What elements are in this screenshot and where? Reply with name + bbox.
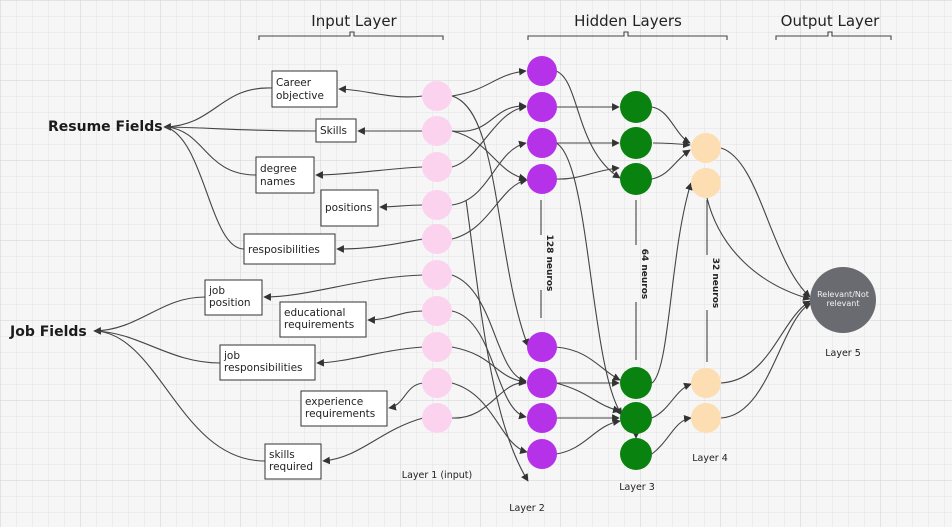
field-box-job-responsibilities: job responsibilities bbox=[219, 344, 316, 381]
svg-text:degree: degree bbox=[260, 163, 297, 175]
layer5-label: Layer 5 bbox=[825, 348, 861, 359]
hidden2-neuron-5 bbox=[620, 402, 652, 434]
input-neuron-3 bbox=[422, 152, 452, 182]
field-box-degree-names: degree names bbox=[255, 156, 315, 194]
hidden1-neuron-5 bbox=[527, 332, 557, 362]
layer1-label: Layer 1 (input) bbox=[402, 470, 472, 481]
field-box-experience-requirements: experience requirements bbox=[300, 390, 388, 427]
input-neuron-5 bbox=[422, 224, 452, 254]
svg-text:resposibilities: resposibilities bbox=[248, 244, 320, 256]
field-box-career-objective: Career objective bbox=[271, 70, 338, 108]
layer-dividers bbox=[540, 200, 708, 362]
field-box-skills: Skills bbox=[315, 118, 357, 143]
svg-text:Skills: Skills bbox=[320, 125, 347, 137]
svg-text:objective: objective bbox=[276, 90, 324, 102]
input-neuron-6 bbox=[422, 260, 452, 290]
hidden2-neuron-2 bbox=[620, 127, 652, 159]
svg-text:Career: Career bbox=[276, 77, 312, 89]
field-box-job-position: job position bbox=[204, 279, 263, 316]
input-layer-brace bbox=[258, 31, 444, 40]
field-box-resposibilities: resposibilities bbox=[243, 233, 336, 265]
hidden3-neuron-2 bbox=[691, 168, 721, 198]
hidden2-neuron-6 bbox=[620, 438, 652, 470]
hidden3-neuron-3 bbox=[691, 368, 721, 398]
hidden1-to-hidden2-edges bbox=[555, 70, 623, 455]
svg-text:experience: experience bbox=[305, 396, 363, 408]
input-neuron-4 bbox=[422, 190, 452, 220]
svg-text:requirements: requirements bbox=[284, 319, 354, 331]
hidden3-neuron-1 bbox=[691, 133, 721, 163]
output-layer-header: Output Layer bbox=[781, 12, 881, 30]
input-neuron-2 bbox=[422, 116, 452, 146]
hidden3-neuron-4 bbox=[691, 403, 721, 433]
resume-fields-label: Resume Fields bbox=[48, 119, 163, 135]
input-neuron-8 bbox=[422, 332, 452, 362]
hidden1-neuron-1 bbox=[527, 56, 557, 86]
hidden3-to-output-edges bbox=[706, 147, 812, 419]
output-node bbox=[810, 267, 876, 333]
field-box-positions: positions bbox=[320, 189, 379, 227]
job-fields-label: Job Fields bbox=[9, 324, 87, 340]
layer4-label: Layer 4 bbox=[692, 453, 728, 464]
svg-text:job: job bbox=[223, 350, 240, 362]
output-node-label-line2: relevant bbox=[826, 299, 859, 308]
hidden2-neuron-3 bbox=[620, 163, 652, 195]
svg-text:requirements: requirements bbox=[305, 408, 375, 420]
field-box-skills-required: skills required bbox=[264, 443, 322, 480]
input-layer-header: Input Layer bbox=[311, 12, 397, 30]
hidden1-neuron-8 bbox=[527, 439, 557, 469]
hidden-layers-brace bbox=[527, 31, 728, 40]
input-to-field-arrows bbox=[263, 85, 424, 465]
hidden1-neuron-7 bbox=[527, 403, 557, 433]
hidden1-neuron-3 bbox=[527, 128, 557, 158]
output-layer-brace bbox=[775, 31, 892, 40]
layer4-size-label: 32 neuros bbox=[710, 258, 720, 309]
hidden2-to-hidden3-edges bbox=[632, 106, 693, 455]
layer3-size-label: 64 neuros bbox=[639, 249, 649, 300]
svg-text:names: names bbox=[260, 176, 295, 188]
hidden1-neuron-4 bbox=[527, 164, 557, 194]
field-box-educational-requirements: educational requirements bbox=[279, 301, 367, 338]
input-neuron-1 bbox=[422, 81, 452, 111]
input-neuron-7 bbox=[422, 296, 452, 326]
hidden-layers-header: Hidden Layers bbox=[574, 12, 682, 30]
svg-text:responsibilities: responsibilities bbox=[224, 362, 303, 374]
neurons bbox=[422, 56, 721, 470]
input-neuron-9 bbox=[422, 368, 452, 398]
hidden2-neuron-1 bbox=[620, 91, 652, 123]
input-neuron-10 bbox=[422, 403, 452, 433]
group-connectors bbox=[93, 87, 317, 462]
output-node-label-line1: Relevant/Not bbox=[817, 290, 869, 299]
svg-text:positions: positions bbox=[325, 202, 372, 214]
layer3-label: Layer 3 bbox=[619, 482, 655, 493]
layer2-size-label: 128 neuros bbox=[544, 235, 554, 292]
svg-text:job: job bbox=[208, 285, 225, 297]
svg-text:position: position bbox=[209, 297, 251, 309]
hidden1-neuron-6 bbox=[527, 368, 557, 398]
hidden1-neuron-2 bbox=[527, 92, 557, 122]
hidden2-neuron-4 bbox=[620, 367, 652, 399]
svg-text:skills: skills bbox=[269, 449, 295, 461]
input-to-hidden1-edges bbox=[451, 67, 530, 482]
svg-text:required: required bbox=[269, 461, 313, 473]
layer2-label: Layer 2 bbox=[509, 503, 545, 514]
svg-text:educational: educational bbox=[284, 307, 345, 319]
